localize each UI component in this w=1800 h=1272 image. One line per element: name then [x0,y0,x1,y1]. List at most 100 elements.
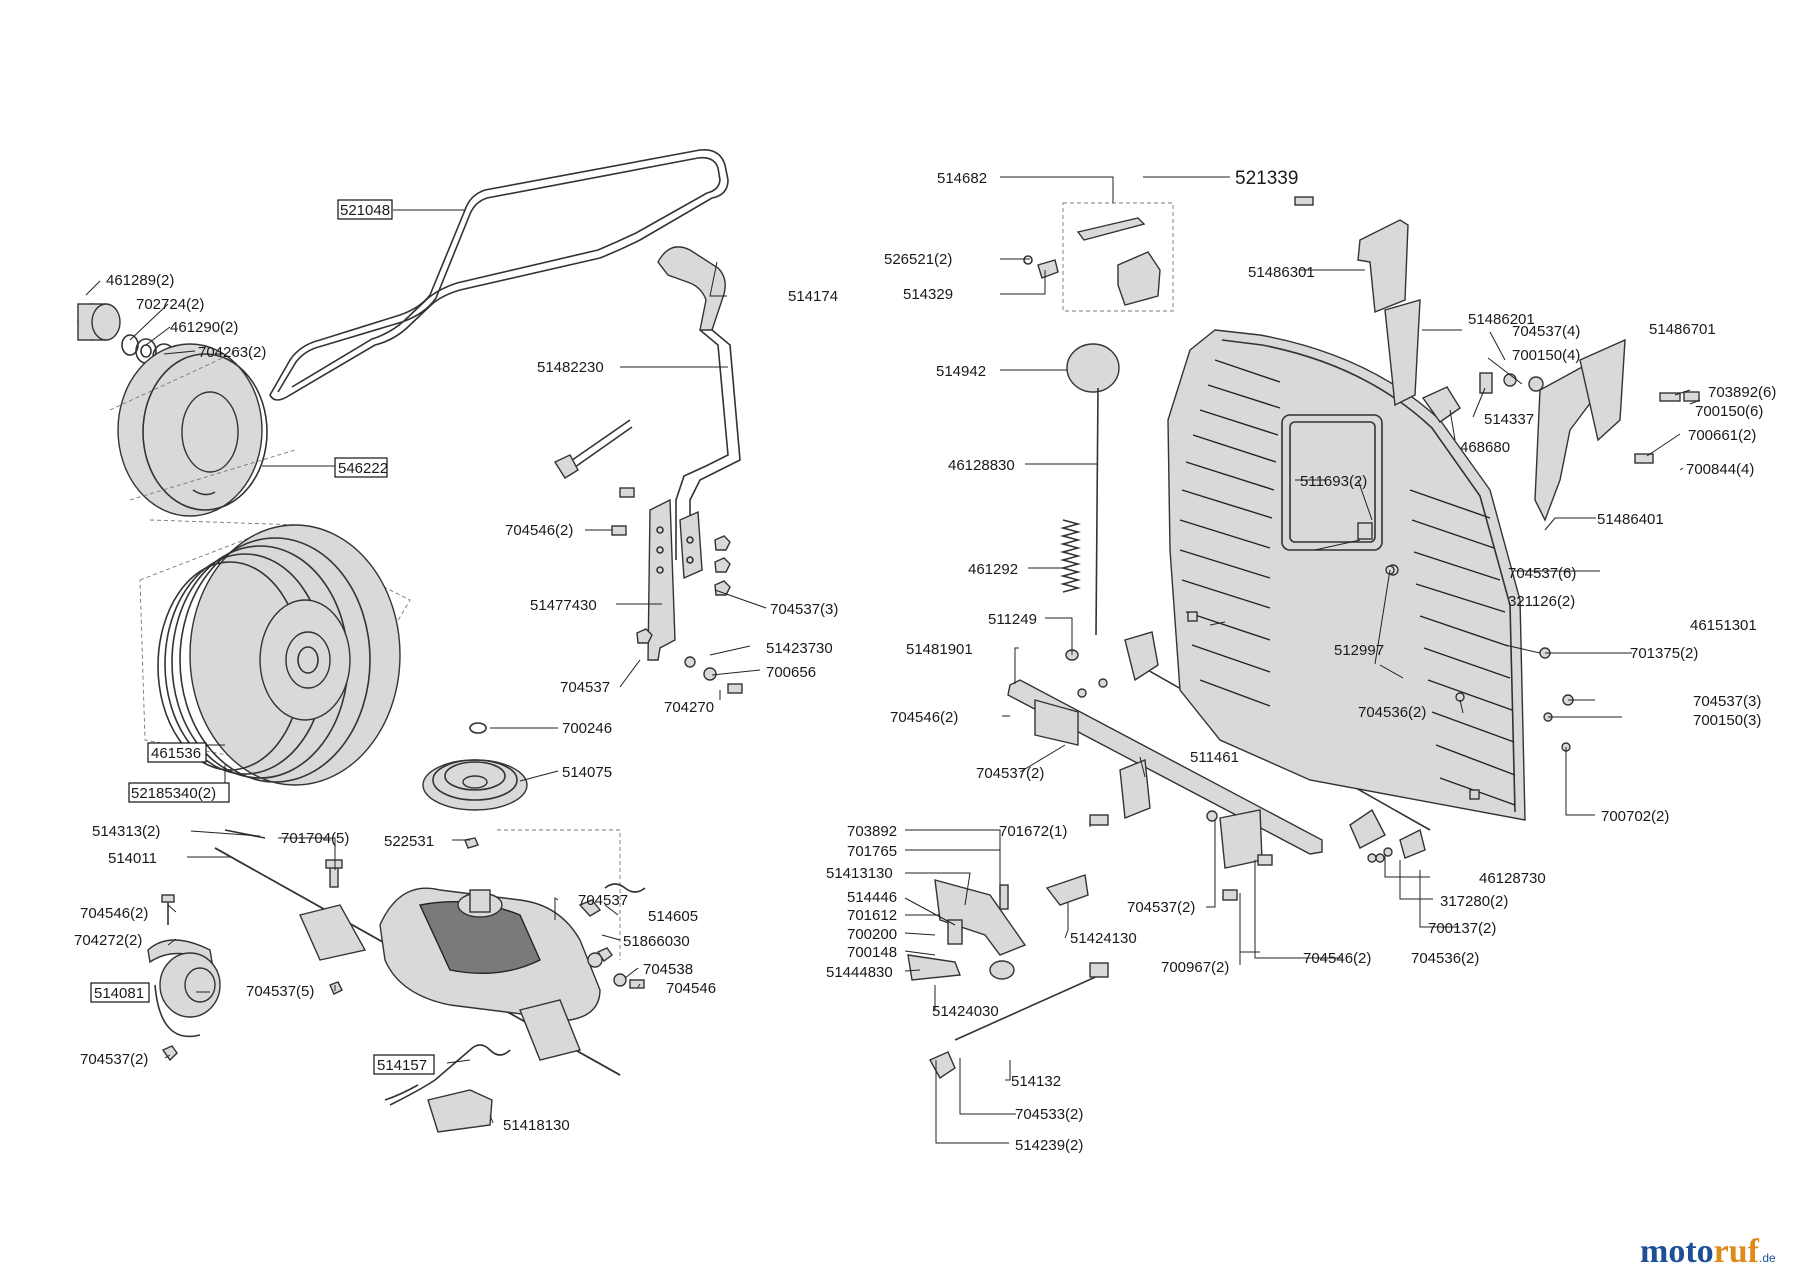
label-700150-six: 700150(6) [1695,403,1763,420]
cable-bracket [384,1044,511,1133]
label-702724: 702724(2) [136,296,204,313]
label-461289: 461289(2) [106,272,174,289]
label-704538: 704538 [643,961,693,978]
label-514157: 514157 [377,1057,427,1074]
label-514011: 514011 [108,850,157,867]
label-514682: 514682 [937,170,987,187]
rear-wheel [139,524,411,786]
label-46151301: 46151301 [1690,617,1757,634]
front-wheel [117,343,268,517]
part-labels: 521048 461289(2) 702724(2) 461290(2) 704… [74,168,1776,1154]
back-panel [1167,329,1526,821]
label-700844: 700844(4) [1686,461,1754,478]
label-703892: 703892 [847,823,897,840]
label-514081: 514081 [94,985,144,1002]
label-514942: 514942 [936,363,986,380]
label-46128730: 46128730 [1479,870,1546,887]
label-704537-six: 704537(6) [1508,565,1576,582]
label-521048: 521048 [340,202,390,219]
label-51477430: 51477430 [530,597,597,614]
transmission-small-parts [224,829,646,995]
label-704263: 704263(2) [198,344,266,361]
label-514132: 514132 [1011,1073,1061,1090]
label-box-461536 [147,742,207,763]
pulley [422,722,528,811]
label-701765: 701765 [847,843,897,860]
label-468680: 468680 [1460,439,1510,456]
label-704537-three: 704537(3) [1693,693,1761,710]
label-514446: 514446 [847,889,897,906]
label-700246: 700246 [562,720,612,737]
label-704546-axle: 704546(2) [80,905,148,922]
transmission [214,847,621,1076]
label-511249: 511249 [988,611,1037,628]
lever-bracket [647,498,703,661]
label-51481901: 51481901 [906,641,973,658]
label-461290: 461290(2) [170,319,238,336]
label-704270: 704270 [664,699,714,716]
label-51413130: 51413130 [826,865,893,882]
label-51424130: 51424130 [1070,930,1137,947]
axle-support [147,894,221,1062]
label-514337: 514337 [1484,411,1534,428]
label-box-514081 [90,982,150,1003]
label-522531: 522531 [384,833,434,850]
label-51482230: 51482230 [537,359,604,376]
label-51418130: 51418130 [503,1117,570,1134]
label-704537-frame: 704537(2) [976,765,1044,782]
label-704537-four: 704537(4) [1512,323,1580,340]
watermark-part1: moto [1640,1233,1714,1270]
label-701375: 701375(2) [1630,645,1698,662]
knob-and-rod [1059,343,1120,661]
label-317280: 317280(2) [1440,893,1508,910]
watermark-part2: ruf [1714,1233,1760,1270]
label-704533: 704533(2) [1015,1106,1083,1123]
label-511461: 511461 [1190,749,1239,766]
drive-lever [657,246,741,560]
label-512997: 512997 [1334,642,1384,659]
label-704536-panel: 704536(2) [1358,704,1426,721]
label-51424030: 51424030 [932,1003,999,1020]
label-box-546222 [334,457,388,478]
label-700656: 700656 [766,664,816,681]
label-704537-lever: 704537(3) [770,601,838,618]
label-51486301: 51486301 [1248,264,1315,281]
label-701612: 701612 [847,907,897,924]
lever-fasteners [611,487,743,694]
label-700967: 700967(2) [1161,959,1229,976]
label-51486401: 51486401 [1597,511,1664,528]
label-704537-lower: 704537 [560,679,610,696]
label-700702: 700702(2) [1601,808,1669,825]
label-51444830: 51444830 [826,964,893,981]
label-box-521048 [337,199,393,220]
label-52185340: 52185340(2) [131,785,216,802]
label-700150-three: 700150(3) [1693,712,1761,729]
label-51866030: 51866030 [623,933,690,950]
label-461536: 461536 [151,745,201,762]
label-51486701: 51486701 [1649,321,1716,338]
label-704546-frame: 704546(2) [890,709,958,726]
leader-lines [85,176,1701,1144]
label-461292: 461292 [968,561,1018,578]
label-514239: 514239(2) [1015,1137,1083,1154]
label-51486201: 51486201 [1468,311,1535,328]
label-514329: 514329 [903,286,953,303]
label-704546-shaft: 704546(2) [1303,950,1371,967]
label-700137: 700137(2) [1428,920,1496,937]
label-704537-link: 704537(2) [1127,899,1195,916]
label-511693: 511693(2) [1300,473,1367,490]
label-700661: 700661(2) [1688,427,1756,444]
linkage-parts [907,814,1273,1080]
label-521339: 521339 [1235,168,1298,189]
label-704536-shaft: 704536(2) [1411,950,1479,967]
label-701672: 701672(1) [999,823,1067,840]
label-46128830: 46128830 [948,457,1015,474]
watermark-suffix: .de [1759,1251,1776,1265]
watermark-text: motoruf.de [1640,1233,1776,1270]
label-514075: 514075 [562,764,612,781]
drive-belt [269,148,729,401]
watermark-logo: motoruf.de [1640,1233,1776,1270]
label-514174: 514174 [788,288,838,305]
